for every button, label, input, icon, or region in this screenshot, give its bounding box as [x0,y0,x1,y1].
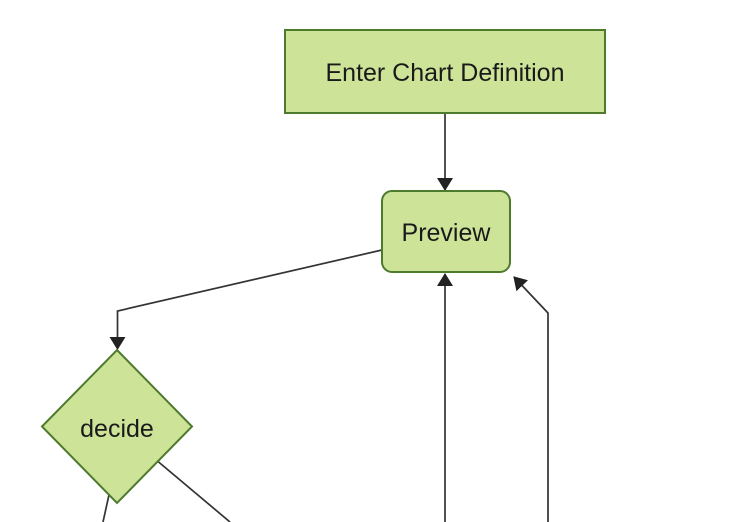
edge-offscreen-to-preview-bottom-right [513,276,549,522]
node-enter-chart-definition: Enter Chart Definition [284,29,606,114]
node-decide: decide [40,348,194,505]
node-preview-label: Preview [402,219,492,247]
node-preview-shape [381,190,511,273]
node-decide-shape [40,348,194,505]
node-preview: Preview [381,190,511,273]
node-enter-chart-definition-label: Enter Chart Definition [325,59,564,87]
edge-decide-to-offscreen-bottom-left [102,494,110,522]
node-enter-chart-definition-shape [284,29,606,114]
edge-decide-to-offscreen-bottom-right [157,460,231,522]
edge-layer [102,113,549,522]
node-decide-label: decide [80,415,154,443]
edge-preview-to-decide [109,249,383,350]
